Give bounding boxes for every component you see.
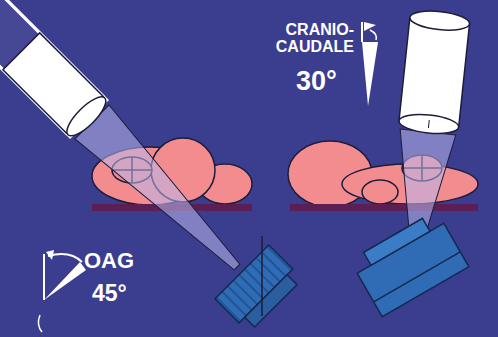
xray-tube-right [386,9,471,253]
angle-label: OAG [84,250,154,272]
angle-label: 45° [92,282,162,305]
lao-angle-icon [38,250,86,332]
angle-label: 30° [296,68,358,95]
angle-label: CRANIO- CAUDALE [262,22,354,56]
xray-tube-left [0,0,303,333]
craniocaudal-angle-icon [362,22,378,106]
detector-right [350,210,469,316]
